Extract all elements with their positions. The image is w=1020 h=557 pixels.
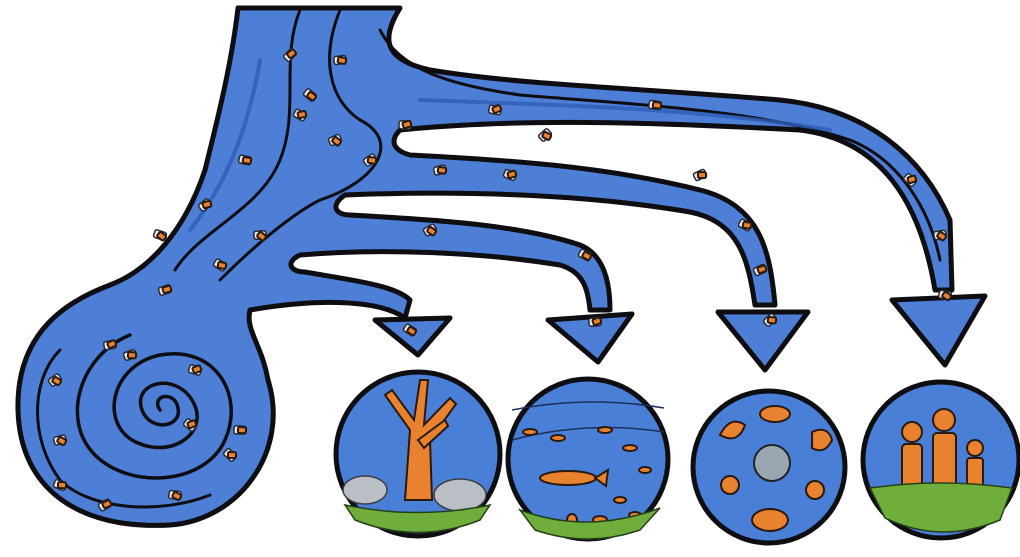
arrow-to-people	[892, 296, 985, 365]
turtle-icon	[752, 509, 788, 531]
panel-wildlife	[693, 391, 845, 543]
plastic-debris-icon	[153, 229, 167, 241]
plastic-debris-icon	[538, 128, 552, 142]
plastic-debris-icon	[488, 105, 501, 115]
bee-icon	[806, 481, 824, 499]
plastic-debris-icon	[649, 100, 662, 109]
plastic-debris-icon	[589, 317, 602, 326]
arrowheads	[375, 296, 985, 370]
panel-coral-reef	[336, 372, 500, 536]
plastic-debris-icon	[399, 120, 412, 129]
plastic-debris-icon	[334, 55, 347, 65]
rock-icon	[343, 476, 387, 504]
fish-icon	[760, 406, 790, 422]
plastic-debris-icon	[103, 340, 116, 350]
plastic-debris-icon	[238, 155, 251, 165]
plastic-debris-icon	[693, 169, 707, 181]
plastic-debris-icon	[169, 490, 182, 500]
ground	[870, 483, 1012, 532]
bug-icon	[721, 476, 739, 494]
plastic-debris-icon	[933, 230, 946, 241]
panel-people	[863, 382, 1019, 538]
globe-icon	[754, 445, 790, 481]
rock-icon	[434, 479, 486, 511]
plastic-debris-icon	[234, 426, 246, 434]
plastic-debris-icon	[254, 231, 267, 241]
panel-open-ocean-fish	[508, 379, 668, 539]
